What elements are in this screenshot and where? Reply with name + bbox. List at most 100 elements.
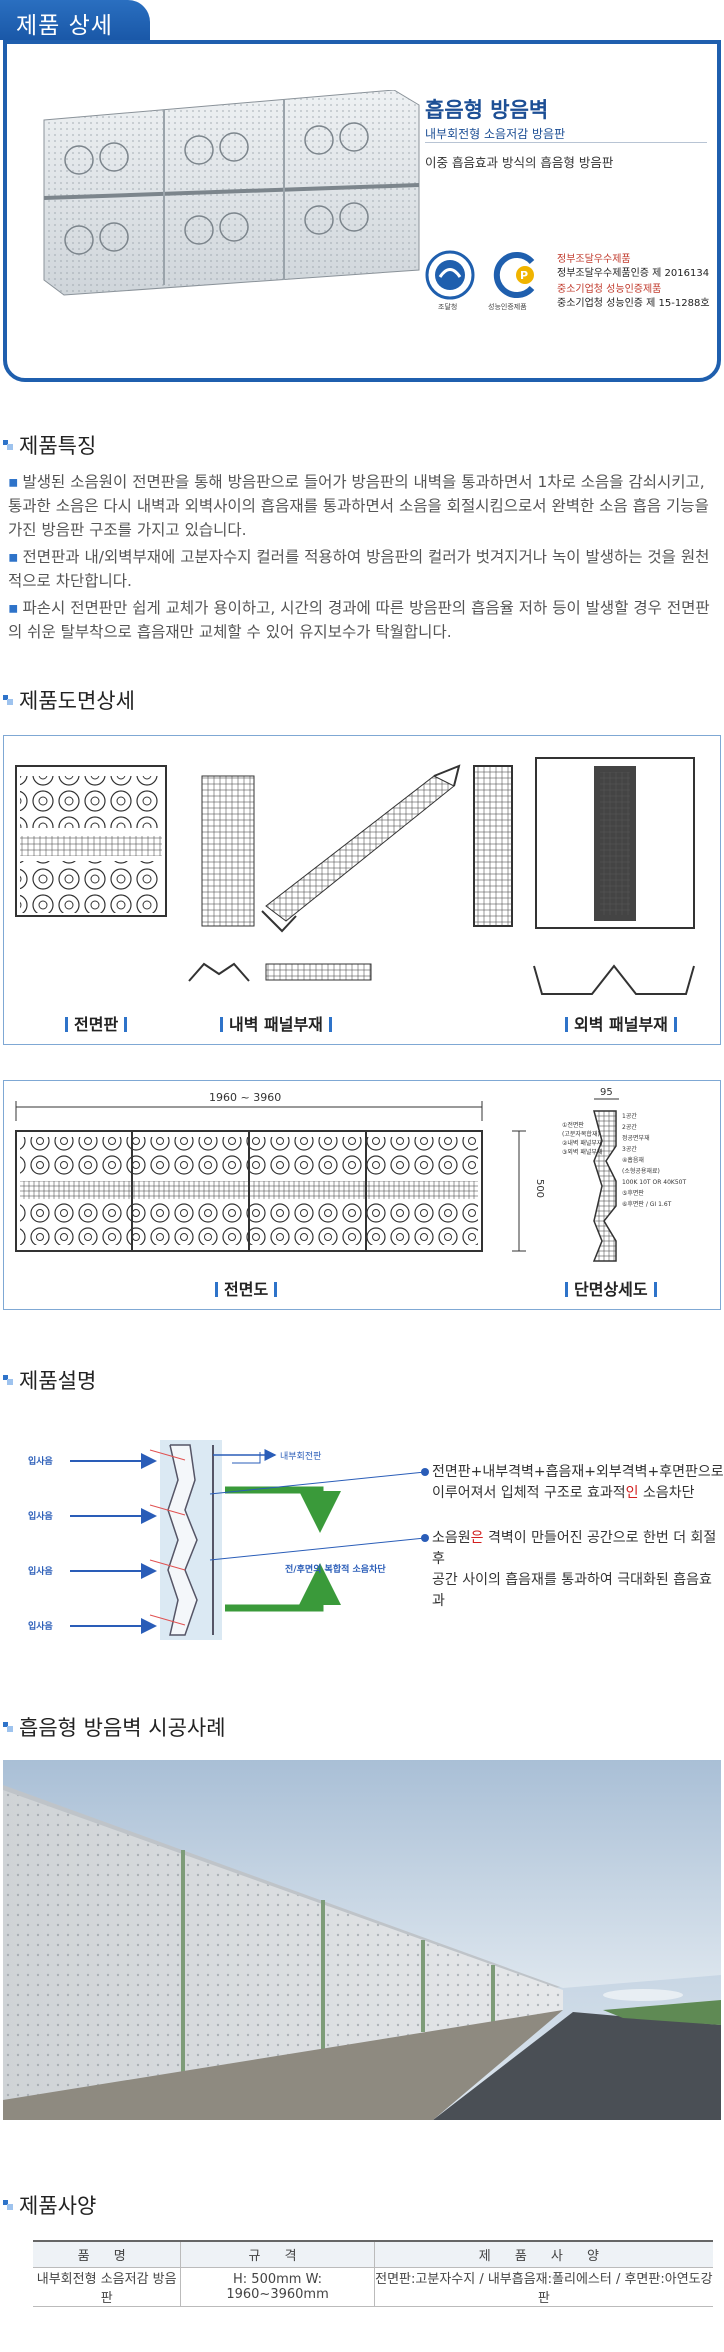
caption-bar-icon (65, 1017, 68, 1032)
caption-text: 내벽 패널부재 (229, 1015, 323, 1034)
text-part: 은 (470, 1530, 484, 1546)
caption-section-detail: 단면상세도 (559, 1276, 663, 1300)
caption-bar-icon (124, 1017, 128, 1032)
text-part: 격벽이 만들어진 공간으로 한번 더 회절후 (432, 1530, 717, 1567)
dimension-height: 500 (534, 1178, 546, 1199)
section-title: 제품특징 (19, 434, 97, 458)
table-row: 내부회전형 소음저감 방음판 H: 500mm W: 1960~3960mm 전… (33, 2267, 713, 2307)
section-note: (소형공용재료) (622, 1168, 660, 1175)
caption-text: 전면도 (224, 1280, 269, 1299)
table-cell: 전면판:고분자수지 / 내부흡음재:폴리에스터 / 후면판:아연도강판 (373, 2267, 713, 2307)
section-label: 정공면부재 (622, 1135, 650, 1142)
installation-photo (3, 1760, 721, 2120)
section-note: (고분자복합재) (562, 1131, 600, 1138)
section-label: ④흡음재 (622, 1157, 644, 1164)
feature-text: 전면판과 내/외벽부재에 고분자수지 컬러를 적용하여 방음판의 컬러가 벗겨지… (8, 548, 710, 590)
caption-bar-icon (565, 1017, 568, 1032)
soundproof-panel-image (43, 90, 420, 296)
section-label: 1공간 (622, 1113, 637, 1120)
bullet-icon: ▪ (8, 599, 19, 617)
product-title: 흡음형 방음벽 (425, 98, 549, 122)
table-header: 규 격 (180, 2240, 375, 2268)
caption-front-panel: 전면판 (59, 1011, 133, 1035)
divider (425, 142, 707, 143)
caption-bar-icon (215, 1282, 218, 1297)
parts-drawing (15, 757, 695, 995)
caption-bar-icon (274, 1282, 278, 1297)
parts-drawing-box: 전면판 내벽 패널부재 외벽 패널부재 (3, 735, 721, 1045)
cert2-label: 중소기업청 성능인증제품 (557, 284, 662, 295)
caption-bar-icon (328, 1017, 332, 1032)
text-part: 이루어져서 입체적 구조로 효과적 (432, 1485, 626, 1501)
section-note: 100K 10T OR 40K50T (622, 1179, 687, 1186)
caption-text: 외벽 패널부재 (574, 1015, 668, 1034)
section-heading-drawings: 제품도면상세 (3, 685, 135, 715)
cert1-number: 정부조달우수제품인증 제 2016134 (557, 268, 710, 279)
svg-text:P: P (520, 269, 528, 282)
section-title: 제품사양 (19, 2194, 97, 2218)
feature-item: ▪발생된 소음원이 전면판을 통해 방음판으로 들어가 방음판의 내벽을 통과하… (8, 470, 716, 542)
caption-bar-icon (220, 1017, 223, 1032)
detail-tab: 제품 상세 (0, 0, 150, 40)
table-header-row: 품 명 규 격 제 품 사 양 (33, 2240, 713, 2268)
cert-caption: 조달청 (438, 303, 458, 311)
section-marker-icon (3, 2200, 13, 2210)
section-marker-icon (3, 695, 13, 705)
section-title: 제품도면상세 (19, 689, 135, 713)
section-title: 흡음형 방음벽 시공사례 (19, 1716, 226, 1740)
table-cell: 내부회전형 소음저감 방음판 (33, 2267, 181, 2307)
bullet-icon: ▪ (8, 548, 19, 566)
table-header: 제 품 사 양 (373, 2240, 713, 2268)
explanation-text: 소음원은 격벽이 만들어진 공간으로 한번 더 회절후 (432, 1528, 724, 1570)
incoming-sound-label: 입사음 (28, 1512, 53, 1522)
section-title: 제품설명 (19, 1369, 97, 1393)
cert-caption: 성능인증제품 (488, 303, 527, 311)
effect-label: 전/후면의 복합적 소음차단 (285, 1565, 386, 1575)
section-marker-icon (3, 1375, 13, 1385)
connector-lines (209, 1468, 429, 1561)
product-detail-box (3, 40, 721, 382)
text-part: 소음차단 (638, 1485, 695, 1501)
caption-outer-wall: 외벽 패널부재 (559, 1011, 683, 1035)
performance-cert-icon: P (493, 252, 535, 298)
explanation-text: 공간 사이의 흡음재를 통과하여 극대화된 흡음효과 (432, 1572, 712, 1609)
text-part: 소음원 (432, 1530, 471, 1546)
caption-bar-icon (565, 1282, 568, 1297)
product-description: 이중 흡음효과 방식의 흡음형 방음판 (425, 155, 614, 170)
assembly-drawing (15, 1098, 619, 1262)
text-part: 인 (625, 1485, 639, 1501)
caption-bar-icon (653, 1282, 657, 1297)
dimension-depth: 95 (600, 1087, 613, 1098)
section-label: ③외벽 패널부재 (562, 1149, 603, 1156)
explanation-point-1: 전면판+내부격벽+흡음재+외부격벽+후면판으로 이루어져서 입체적 구조로 효과… (432, 1462, 724, 1504)
section-heading-explanation: 제품설명 (3, 1365, 96, 1395)
explanation-point-2: 소음원은 격벽이 만들어진 공간으로 한번 더 회절후 공간 사이의 흡음재를 … (432, 1528, 724, 1612)
explanation-text: 전면판+내부격벽+흡음재+외부격벽+후면판으로 (432, 1464, 724, 1480)
incoming-sound-label: 입사음 (28, 1622, 53, 1632)
section-note: ⑥후면판 / GI 1.6T (622, 1201, 672, 1208)
table-header: 품 명 (33, 2240, 181, 2268)
caption-front-view: 전면도 (209, 1276, 283, 1300)
explanation-diagram (70, 1440, 341, 1640)
caption-text: 전면판 (74, 1015, 119, 1034)
incoming-sound-label: 입사음 (28, 1567, 53, 1577)
section-heading-cases: 흡음형 방음벽 시공사례 (3, 1712, 226, 1742)
caption-bar-icon (673, 1017, 677, 1032)
incoming-sound-label: 입사음 (28, 1457, 53, 1467)
section-heading-specs: 제품사양 (3, 2190, 96, 2220)
feature-text: 발생된 소음원이 전면판을 통해 방음판으로 들어가 방음판의 내벽을 통과하면… (8, 473, 709, 539)
caption-text: 단면상세도 (574, 1280, 648, 1299)
caption-inner-wall: 내벽 패널부재 (214, 1011, 338, 1035)
section-label: ⑤후면판 (622, 1190, 644, 1197)
section-left-labels: ①전면판 (고분자복합재) ②내벽 패널부재 ③외벽 패널부재 (562, 1121, 602, 1157)
bullet-icon: ▪ (8, 473, 19, 491)
section-label: 3공간 (622, 1146, 637, 1153)
inner-plate-label: 내부회전판 (280, 1452, 322, 1462)
assembly-drawing-box: 1960 ~ 3960 500 95 ①전면판 (고분자복합재) ②내벽 패널부… (3, 1080, 721, 1310)
feature-item: ▪전면판과 내/외벽부재에 고분자수지 컬러를 적용하여 방음판의 컬러가 벗겨… (8, 545, 716, 593)
table-cell: H: 500mm W: 1960~3960mm (180, 2267, 375, 2307)
section-label: ①전면판 (562, 1122, 584, 1129)
explanation-text: 이루어져서 입체적 구조로 효과적인 소음차단 (432, 1483, 724, 1504)
feature-item: ▪파손시 전면판만 쉽게 교체가 용이하고, 시간의 경과에 따른 방음판의 흡… (8, 596, 716, 644)
spec-table: 품 명 규 격 제 품 사 양 내부회전형 소음저감 방음판 H: 500mm … (33, 2240, 713, 2307)
